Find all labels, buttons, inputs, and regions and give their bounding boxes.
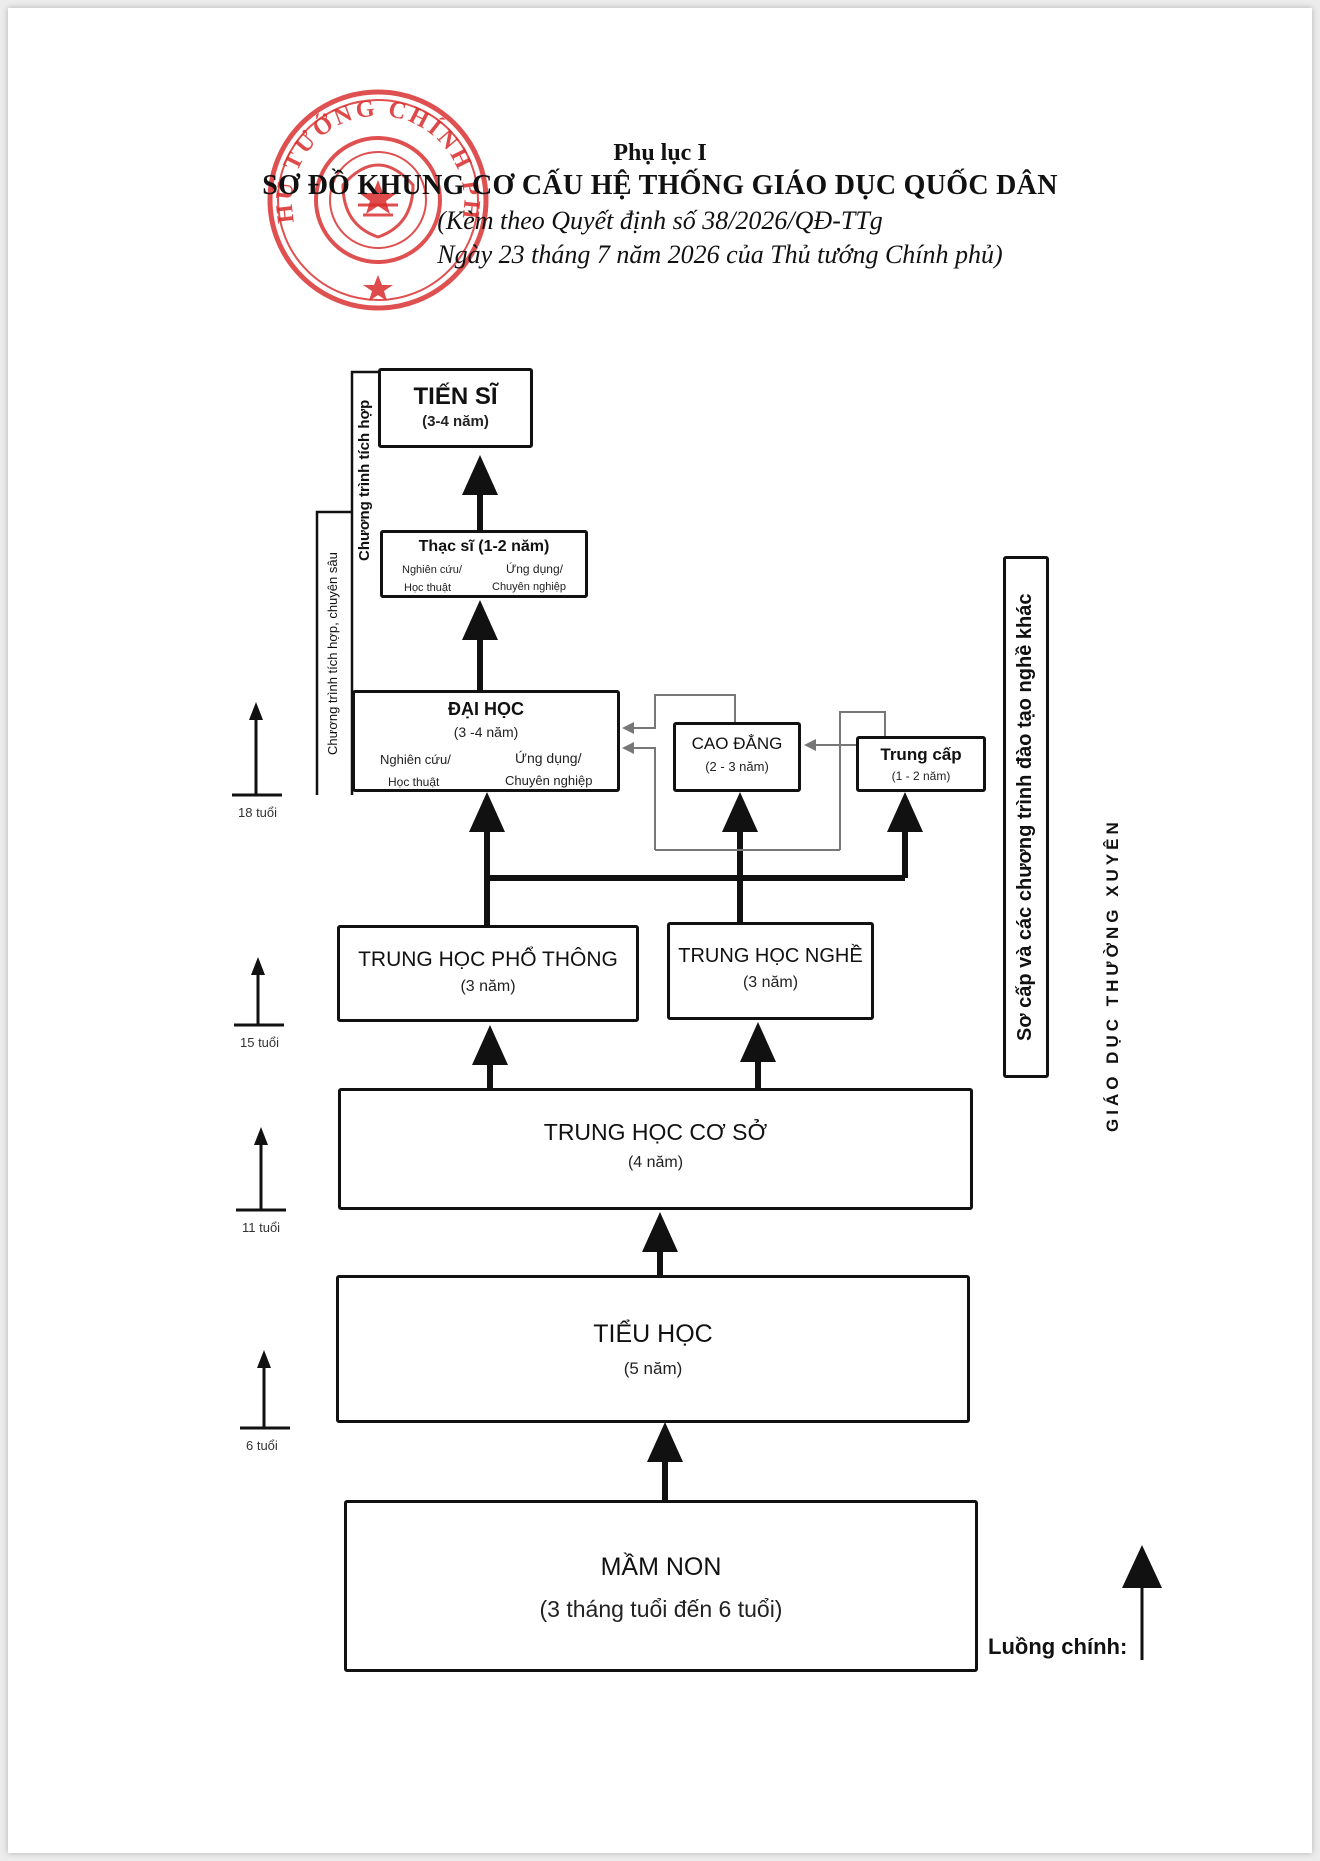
primary-box: TIỂU HỌC (5 năm) bbox=[336, 1275, 970, 1423]
age-label-11: 11 tuổi bbox=[242, 1220, 281, 1235]
preschool-box: MẦM NON (3 tháng tuổi đến 6 tuổi) bbox=[344, 1500, 978, 1672]
lower-secondary-title: TRUNG HỌC CƠ SỞ bbox=[543, 1119, 768, 1145]
vocational-high-school-box: TRUNG HỌC NGHỀ (3 năm) bbox=[667, 922, 874, 1020]
lower-secondary-box: TRUNG HỌC CƠ SỞ (4 năm) bbox=[338, 1088, 973, 1210]
vocational-high-school-title: TRUNG HỌC NGHỀ bbox=[678, 945, 863, 967]
preschool-title: MẦM NON bbox=[600, 1553, 722, 1581]
intermediate-title: Trung cấp bbox=[880, 745, 962, 764]
master-research-label: Nghiên cứu/ bbox=[402, 564, 462, 576]
college-box: CAO ĐẲNG (2 - 3 năm) bbox=[673, 722, 801, 792]
high-school-title: TRUNG HỌC PHỔ THÔNG bbox=[358, 948, 618, 971]
university-box: ĐẠI HỌC (3 -4 năm) bbox=[352, 690, 620, 792]
intermediate-box: Trung cấp (1 - 2 năm) bbox=[856, 736, 986, 792]
age-label-18: 18 tuổi bbox=[238, 805, 278, 820]
document-title: SƠ ĐỒ KHUNG CƠ CẤU HỆ THỐNG GIÁO DỤC QUỐ… bbox=[262, 170, 1058, 201]
master-box: Thạc sĩ (1-2 năm) bbox=[380, 530, 588, 598]
primary-title: TIỂU HỌC bbox=[593, 1320, 713, 1348]
red-seal: THỦ TƯỚNG CHÍNH PHỦ bbox=[263, 85, 489, 311]
university-research-label: Nghiên cứu/ bbox=[380, 752, 451, 767]
vocational-high-school-duration: (3 năm) bbox=[742, 974, 799, 991]
master-duration: (1-2 năm) bbox=[478, 538, 550, 555]
doctorate-box: TIẾN SĨ (3-4 năm) bbox=[378, 368, 533, 448]
master-applied-label: Ứng dụng/ bbox=[506, 562, 563, 576]
university-academic-label: Học thuật bbox=[388, 775, 440, 789]
primary-duration: (5 năm) bbox=[623, 1359, 683, 1378]
appendix-label: Phụ lục I bbox=[613, 140, 707, 166]
high-school-box: TRUNG HỌC PHỔ THÔNG (3 năm) bbox=[337, 925, 639, 1022]
main-flow-arrow-icon bbox=[1120, 1545, 1164, 1663]
doctorate-duration: (3-4 năm) bbox=[422, 413, 489, 430]
decision-reference: (Kèm theo Quyết định số 38/2026/QĐ-TTg bbox=[437, 206, 883, 235]
continuing-education-label: GIÁO DỤC THƯỜNG XUYÊN bbox=[1103, 818, 1122, 1132]
doctorate-title: TIẾN SĨ bbox=[413, 383, 498, 410]
preschool-duration: (3 tháng tuổi đến 6 tuổi) bbox=[539, 1596, 783, 1622]
college-duration: (2 - 3 năm) bbox=[705, 759, 769, 774]
age-label-6: 6 tuổi bbox=[246, 1438, 278, 1453]
university-duration: (3 -4 năm) bbox=[453, 724, 519, 740]
master-title: Thạc sĩ bbox=[418, 538, 474, 555]
elementary-programs-frame bbox=[1003, 556, 1049, 1078]
master-professional-label: Chuyên nghiệp bbox=[492, 581, 567, 593]
high-school-duration: (3 năm) bbox=[460, 978, 516, 995]
university-title: ĐẠI HỌC bbox=[448, 699, 524, 719]
integrated-deep-label: Chương trình tích hợp, chuyên sâu bbox=[325, 552, 340, 756]
integrated-label: Chương trình tích hợp bbox=[356, 399, 373, 561]
main-flow-legend: Luồng chính: bbox=[988, 1634, 1128, 1659]
university-applied-label: Ứng dụng/ bbox=[515, 750, 582, 766]
university-professional-label: Chuyên nghiệp bbox=[505, 773, 593, 788]
master-academic-label: Học thuật bbox=[404, 582, 452, 594]
college-title: CAO ĐẲNG bbox=[691, 734, 783, 753]
elementary-programs-label: Sơ cấp và các chương trình đào tạo nghề … bbox=[1014, 593, 1036, 1041]
intermediate-duration: (1 - 2 năm) bbox=[891, 769, 951, 783]
lower-secondary-duration: (4 năm) bbox=[627, 1154, 684, 1171]
age-label-15: 15 tuổi bbox=[240, 1035, 280, 1050]
decision-date: Ngày 23 tháng 7 năm 2026 của Thủ tướng C… bbox=[437, 240, 1003, 269]
